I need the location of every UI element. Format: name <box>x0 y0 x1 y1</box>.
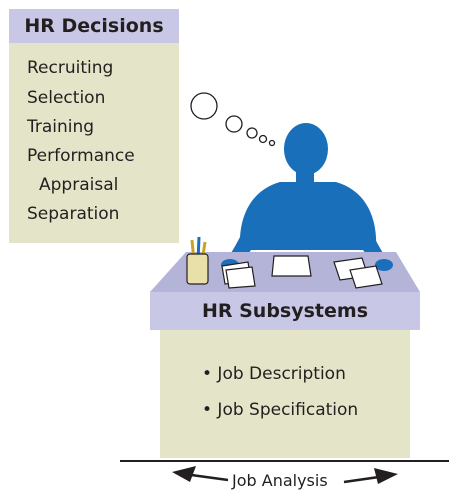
desk-body <box>160 330 410 458</box>
arrow-left-icon <box>172 466 229 482</box>
decision-item-recruiting: Recruiting <box>27 58 114 78</box>
decision-item-appraisal: Appraisal <box>39 175 119 195</box>
subsystem-item-job-description: • Job Description <box>202 364 346 384</box>
decision-item-separation: Separation <box>27 204 120 224</box>
hr-decisions-panel: HR Decisions Recruiting Selection Traini… <box>9 9 179 243</box>
paper-icon <box>221 255 383 289</box>
decision-item-training: Training <box>27 117 95 137</box>
decision-item-selection: Selection <box>27 88 106 108</box>
job-analysis-label: Job Analysis <box>232 471 328 490</box>
desk-front <box>150 292 420 330</box>
right-hand <box>375 259 393 271</box>
decision-item-performance: Performance <box>27 146 135 166</box>
hr-subsystems-title: HR Subsystems <box>201 300 369 322</box>
person-icon <box>224 123 390 268</box>
subsystem-item-job-specification: • Job Specification <box>202 400 359 420</box>
arrow-right-icon <box>343 468 398 484</box>
hr-decisions-title: HR Decisions <box>9 9 179 43</box>
pencil-cup-icon <box>186 236 209 285</box>
thought-bubble-icon <box>190 92 276 147</box>
